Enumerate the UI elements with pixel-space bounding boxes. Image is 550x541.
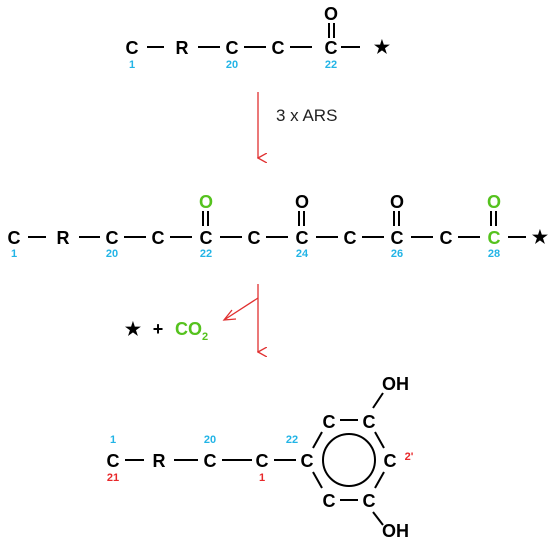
carbon-number-red: 1 xyxy=(259,472,265,484)
atom: C xyxy=(106,228,119,248)
ring-bond xyxy=(312,471,323,489)
atom: R xyxy=(57,228,70,248)
byproduct: ★ + CO2 xyxy=(125,319,208,343)
plus-sign: + xyxy=(153,319,164,339)
carbon-number: 24 xyxy=(296,248,309,260)
atom: C xyxy=(107,451,120,471)
atom: C xyxy=(344,228,357,248)
co2-formula: CO2 xyxy=(175,319,208,343)
atom: C xyxy=(126,38,139,58)
atom: C xyxy=(391,228,404,248)
carbon-number: 28 xyxy=(488,248,500,260)
ring-atom: C xyxy=(363,412,376,432)
carbon-number: 26 xyxy=(391,248,403,260)
atom: C xyxy=(204,451,217,471)
star-symbol: ★ xyxy=(374,37,391,57)
atom: R xyxy=(176,38,189,58)
carbon-number: 20 xyxy=(204,434,216,446)
ring-atom: C xyxy=(323,412,336,432)
branch-arrow xyxy=(223,297,259,321)
oxygen-atom: O xyxy=(324,4,338,24)
atom-green: C xyxy=(488,228,501,248)
ring-bond xyxy=(374,431,385,449)
star-symbol: ★ xyxy=(125,319,142,339)
atom: C xyxy=(256,451,269,471)
carbon-number-red: 2' xyxy=(405,451,414,463)
carbon-number: 22 xyxy=(325,59,337,71)
bond xyxy=(372,392,384,409)
atom: C xyxy=(200,228,213,248)
atom: C xyxy=(248,228,261,248)
branch-arrowhead xyxy=(222,309,237,321)
atom: C xyxy=(8,228,21,248)
ring-atom: C xyxy=(384,451,397,471)
atom: C xyxy=(296,228,309,248)
middle-molecule: C R C C C C C C C C C ★ O O O O 1 20 22 … xyxy=(8,192,549,260)
hydroxyl-group: OH xyxy=(382,521,409,541)
atom: C xyxy=(325,38,338,58)
ring-atom: C xyxy=(363,491,376,511)
star-symbol: ★ xyxy=(532,227,549,247)
atom: C xyxy=(152,228,165,248)
carbon-number-red: 21 xyxy=(107,472,119,484)
oxygen-atom-green: O xyxy=(487,192,501,212)
hydroxyl-group: OH xyxy=(382,374,409,394)
carbon-number: 22 xyxy=(200,248,212,260)
carbon-number: 1 xyxy=(11,248,17,260)
atom: C xyxy=(440,228,453,248)
bond xyxy=(372,511,384,526)
oxygen-atom-green: O xyxy=(199,192,213,212)
carbon-number: 22 xyxy=(286,434,298,446)
ring-bond xyxy=(374,471,385,489)
carbon-number: 1 xyxy=(110,434,116,446)
ring-atom: C xyxy=(301,451,314,471)
aromatic-ring xyxy=(322,433,376,487)
ring-atom: C xyxy=(323,491,336,511)
bottom-molecule: C R C C C C C C C C OH OH 1 20 22 21 1 2… xyxy=(107,374,414,541)
carbon-number: 1 xyxy=(129,59,135,71)
ring-bond xyxy=(312,431,323,449)
atom: R xyxy=(153,451,166,471)
oxygen-atom: O xyxy=(295,192,309,212)
oxygen-atom: O xyxy=(390,192,404,212)
carbon-number: 20 xyxy=(226,59,238,71)
carbon-number: 20 xyxy=(106,248,118,260)
atom: C xyxy=(226,38,239,58)
atom: C xyxy=(272,38,285,58)
reaction-label: 3 x ARS xyxy=(276,106,337,125)
top-molecule: C R C C C O ★ 1 20 22 xyxy=(126,4,391,71)
